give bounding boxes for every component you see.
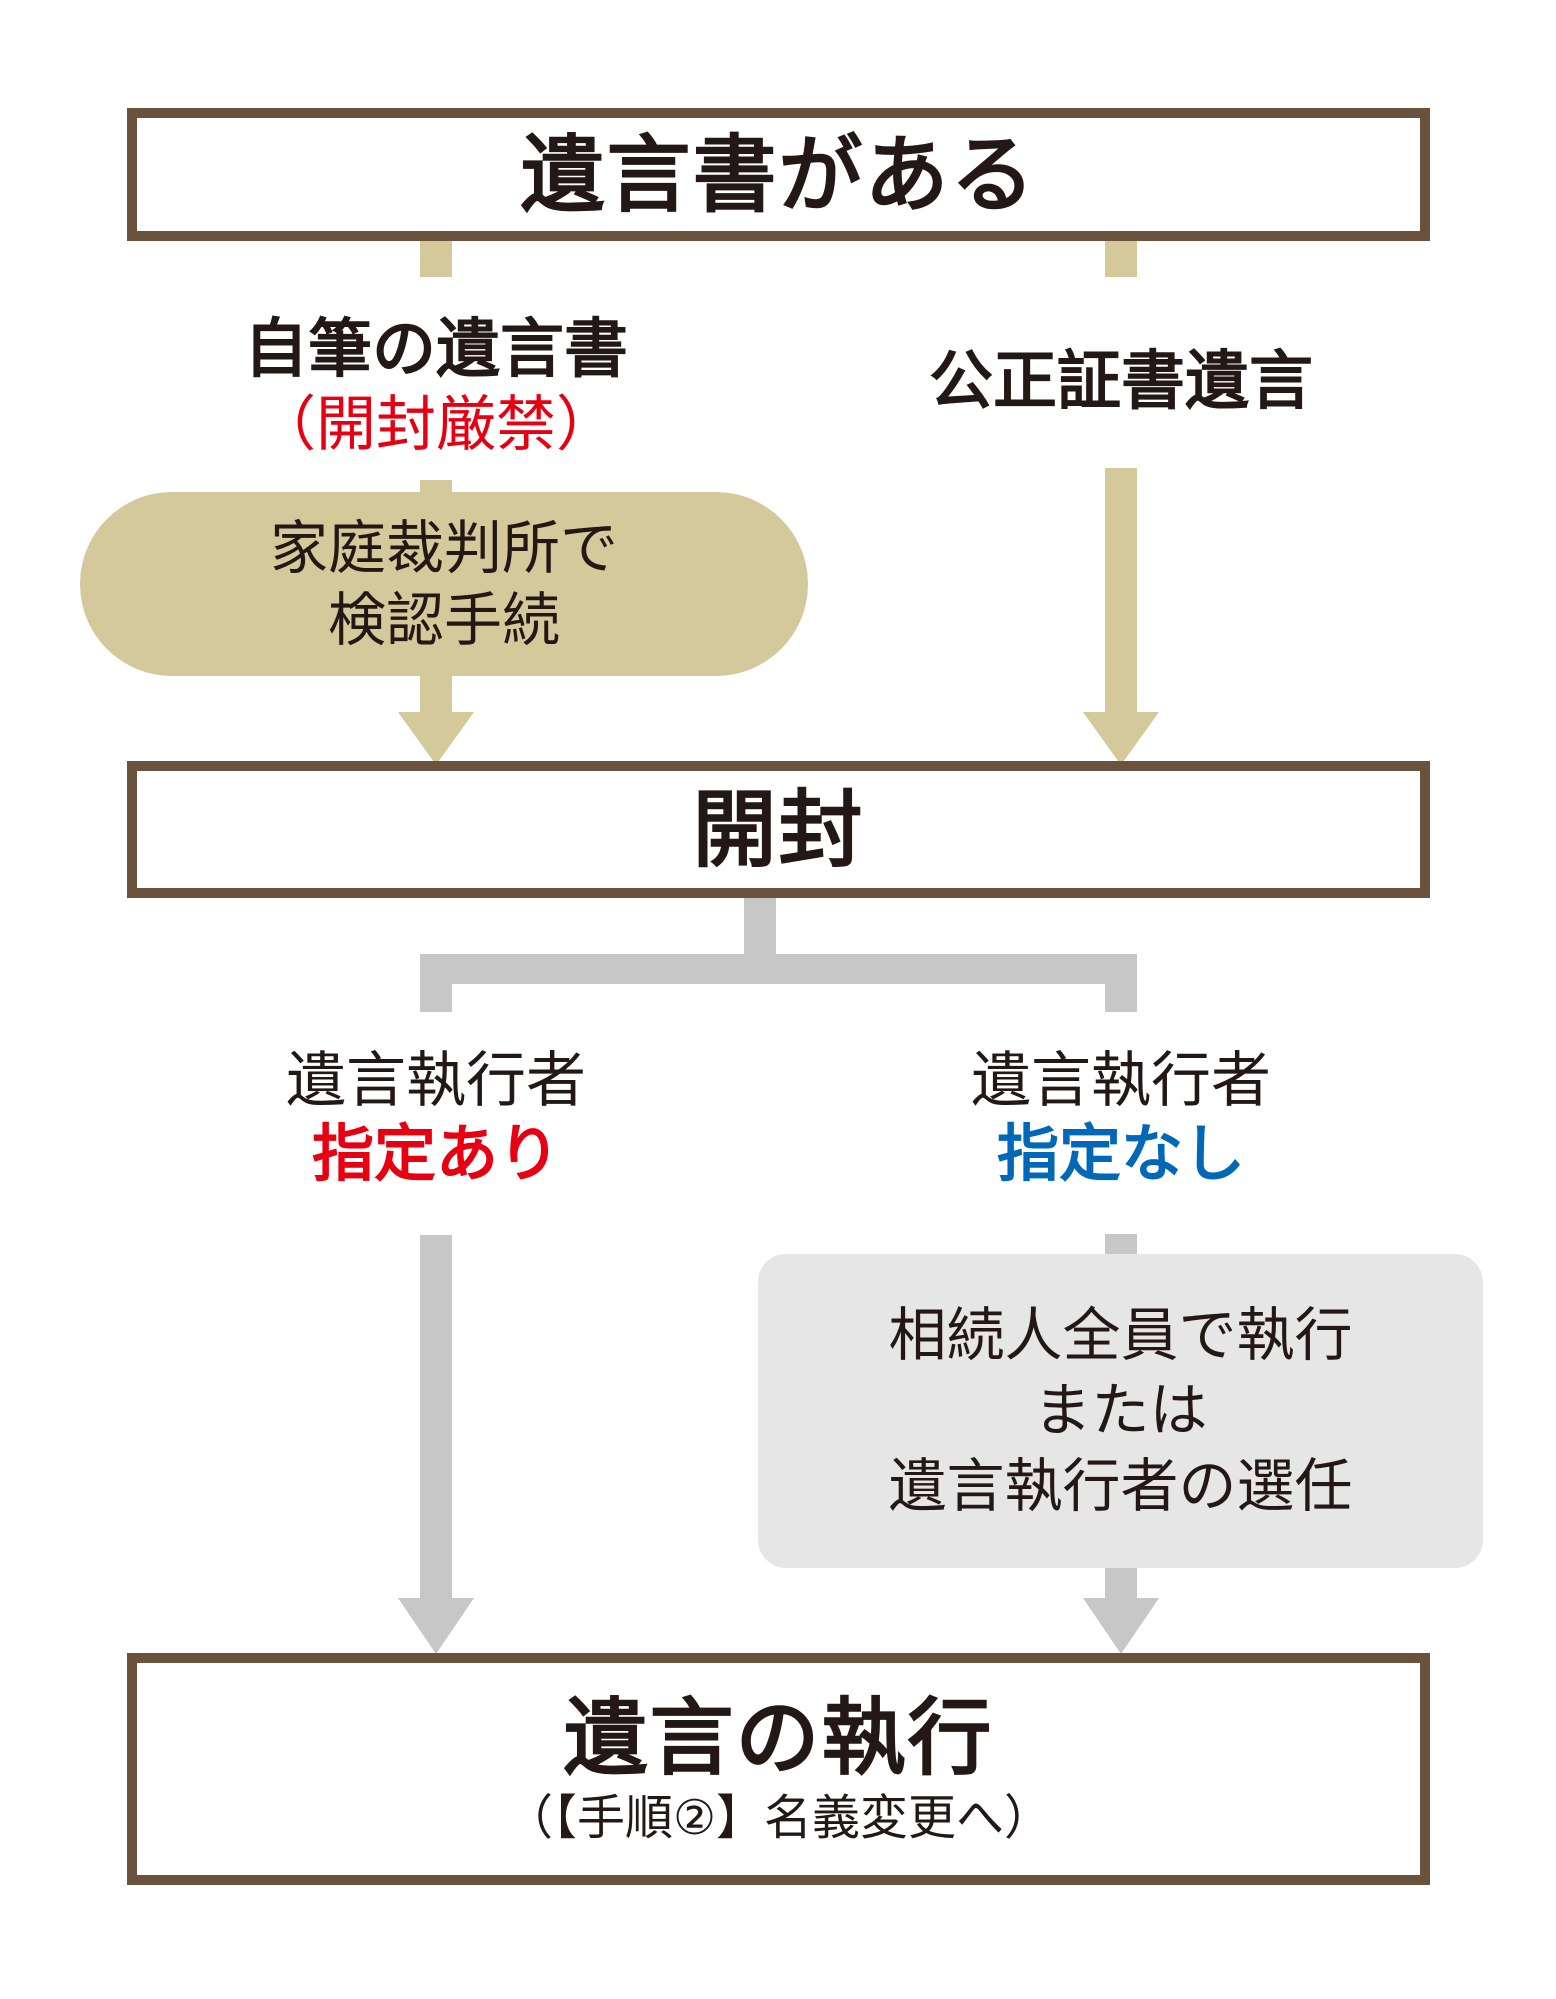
arrow-executor-no-head [1083,1598,1159,1654]
branch-left-drop [420,984,452,1012]
probate-step-line1: 家庭裁判所で [269,513,618,582]
arrow-left-head [398,712,474,765]
branch-stem [744,898,776,954]
executor-selection-step: 相続人全員で執行 または 遺言執行者の選任 [758,1254,1483,1568]
executor-designated-line1: 遺言執行者 [286,1046,586,1116]
arrow-left-shaft [420,670,452,712]
executor-not-designated-line1: 遺言執行者 [971,1046,1271,1116]
executor-not-designated-line2: 指定なし [996,1117,1245,1190]
branch-right-drop [1105,984,1137,1012]
branch-bar [420,954,1137,984]
connector-left-top [420,241,452,277]
family-court-probate-step: 家庭裁判所で 検認手続 [80,492,808,676]
holographic-will-label: 自筆の遺言書 （開封厳禁） [180,312,692,461]
executor-selection-line3: 遺言執行者の選任 [888,1451,1353,1520]
arrow-right-head [1083,712,1159,765]
arrow-right-shaft [1105,468,1137,712]
probate-step-line2: 検認手続 [327,586,560,654]
open-box-title: 開封 [692,780,865,879]
executor-selection-line1: 相続人全員で執行 [888,1300,1353,1369]
will-exists-box: 遺言書がある [127,108,1430,241]
will-execution-box: 遺言の執行 （【手順②】名義変更へ） [127,1653,1430,1885]
executor-designated-line2: 指定あり [311,1117,560,1190]
arrow-executor-no-shaft [1105,1568,1137,1598]
arrow-executor-yes-head [398,1598,474,1654]
holographic-will-title: 自筆の遺言書 [244,313,628,387]
executor-not-designated-label: 遺言執行者 指定なし [870,1045,1372,1191]
do-not-open-note: （開封厳禁） [256,389,616,460]
open-box: 開封 [127,761,1430,898]
arrow-executor-yes-shaft [420,1235,452,1598]
connector-executor-no [1105,1234,1137,1256]
notarized-will-label: 公正証書遺言 [929,345,1313,419]
connector-right-top [1105,241,1137,277]
executor-selection-line2: または [1033,1376,1208,1445]
will-exists-title: 遺言書がある [520,125,1037,224]
executor-designated-label: 遺言執行者 指定あり [190,1045,682,1191]
will-execution-subtitle: （【手順②】名義変更へ） [504,1790,1053,1846]
will-execution-title: 遺言の執行 [563,1689,994,1787]
